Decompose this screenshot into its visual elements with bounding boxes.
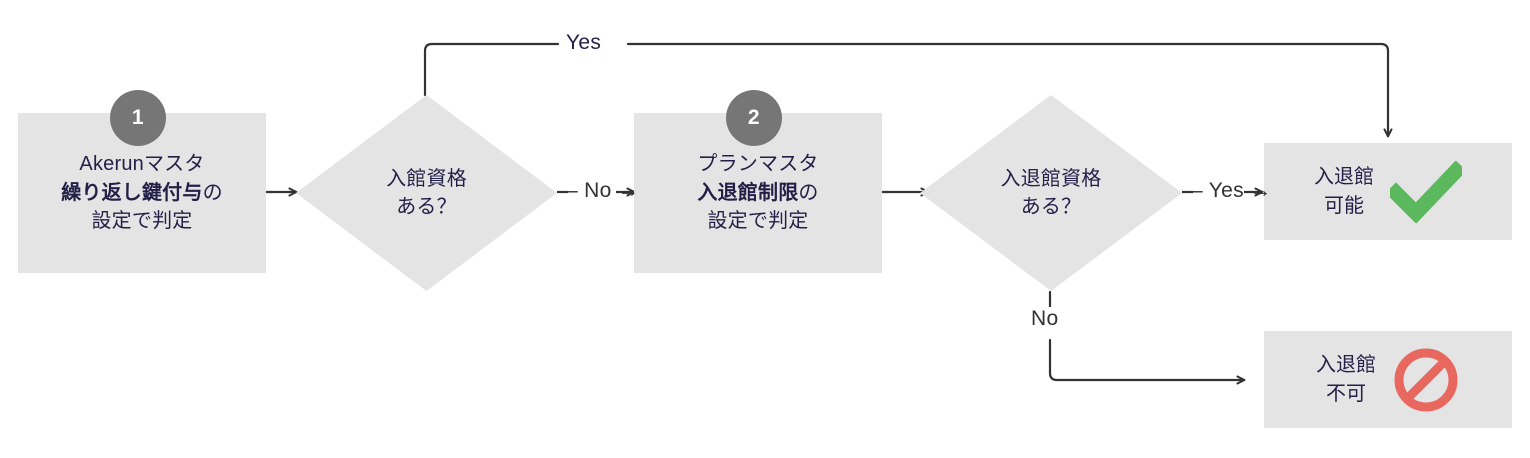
process-node-2-line2-bold: 入退館制限 bbox=[697, 181, 799, 204]
decision-node-1-line1: 入館資格 bbox=[386, 167, 467, 190]
edge-label-decision2-no-text: No bbox=[1031, 307, 1059, 330]
edge-label-decision1-yes-text: Yes bbox=[566, 31, 602, 54]
edge-label-decision2-yes-text: – Yes → bbox=[1191, 179, 1272, 202]
step-badge-1: 1 bbox=[110, 90, 166, 146]
result-node-denied[interactable]: 入退館 不可 bbox=[1264, 331, 1512, 428]
edge-label-decision1-no-text: – No → bbox=[566, 179, 639, 202]
edge-label-decision1-yes: Yes bbox=[566, 31, 601, 55]
process-node-1-line2-tail: の bbox=[202, 181, 223, 204]
process-node-1-line3: 設定で判定 bbox=[91, 210, 193, 233]
decision-node-2-line2: ある？ bbox=[1020, 196, 1082, 218]
step-badge-2: 2 bbox=[726, 90, 782, 146]
result-denied-line2: 不可 bbox=[1326, 382, 1366, 405]
process-node-2-line2: 入退館制限の bbox=[697, 179, 818, 207]
process-node-1-line1: Akerunマスタ bbox=[79, 153, 205, 176]
process-node-2-line2-tail: の bbox=[798, 181, 819, 204]
step-badge-2-label: 2 bbox=[747, 106, 761, 129]
edge-decision2-no-path-bottom bbox=[1048, 338, 1246, 385]
edge-decision1-yes-path bbox=[423, 42, 560, 97]
prohibited-icon bbox=[1392, 346, 1460, 414]
result-allowed-text: 入退館 可能 bbox=[1314, 163, 1374, 220]
process-node-2-line1: プランマスタ bbox=[697, 153, 819, 176]
result-node-allowed[interactable]: 入退館 可能 bbox=[1264, 143, 1512, 240]
process-node-1-text: Akerunマスタ 繰り返し鍵付与の 設定で判定 bbox=[61, 150, 223, 235]
edge-label-decision2-no: No bbox=[1028, 307, 1062, 331]
process-node-2-text: プランマスタ 入退館制限の 設定で判定 bbox=[697, 150, 818, 235]
decision-node-1[interactable]: 入館資格 ある？ bbox=[296, 95, 557, 291]
result-denied-line1: 入退館 bbox=[1316, 354, 1376, 377]
result-allowed-line2: 可能 bbox=[1324, 194, 1364, 217]
decision-node-2[interactable]: 入退館資格 ある？ bbox=[920, 95, 1182, 291]
check-mark-icon bbox=[1390, 160, 1462, 223]
result-denied-text: 入退館 不可 bbox=[1316, 351, 1376, 408]
decision-node-2-line1: 入退館資格 bbox=[1000, 167, 1102, 190]
decision-node-1-line2: ある？ bbox=[396, 196, 457, 218]
process-node-1-line2: 繰り返し鍵付与の bbox=[61, 179, 223, 207]
process-node-2[interactable]: プランマスタ 入退館制限の 設定で判定 bbox=[634, 113, 882, 273]
step-badge-1-label: 1 bbox=[131, 106, 145, 129]
decision-node-2-text: 入退館資格 ある？ bbox=[920, 95, 1182, 291]
process-node-1-line2-bold: 繰り返し鍵付与 bbox=[61, 181, 203, 204]
edge-label-decision1-no: – No → bbox=[566, 179, 639, 203]
result-allowed-line1: 入退館 bbox=[1314, 166, 1374, 189]
decision-node-1-text: 入館資格 ある？ bbox=[296, 95, 557, 291]
process-node-2-line3: 設定で判定 bbox=[707, 210, 809, 233]
edge-label-decision2-yes: – Yes → bbox=[1191, 179, 1271, 203]
